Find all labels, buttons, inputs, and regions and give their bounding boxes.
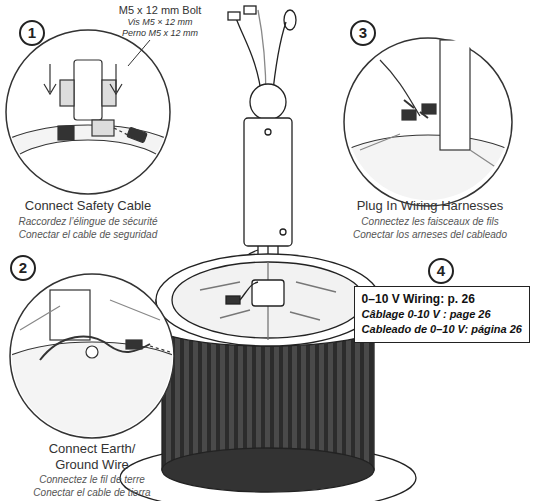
caption-text: Connect Safety Cable xyxy=(25,198,151,213)
caption-text: Perno M5 x 12 mm xyxy=(122,28,198,38)
reference-text: Cableado de 0–10 V: página 26 xyxy=(362,322,522,337)
caption-text: Conectar el cable de tierra xyxy=(33,487,150,498)
caption-text: Plug In Wiring Harnesses xyxy=(357,198,504,213)
caption-text: Raccordez l’élingue de sécurité xyxy=(19,216,158,227)
reference-box: 0–10 V Wiring: p. 26Câblage 0-10 V : pag… xyxy=(354,286,530,343)
leader-line xyxy=(128,40,150,66)
caption-text: Connectez le fil de terre xyxy=(39,474,145,485)
caption-text: Connect Earth/ Ground Wire xyxy=(37,441,147,473)
callout-number: 3 xyxy=(350,20,376,46)
caption-text: Conectar los arneses del cableado xyxy=(353,229,507,240)
caption-text: Vis M5 × 12 mm xyxy=(127,17,192,27)
callout-number: 1 xyxy=(19,20,45,46)
caption-text: Conectar el cable de seguridad xyxy=(19,229,157,240)
caption-text: M5 x 12 mm Bolt xyxy=(119,4,202,16)
callout-number: 2 xyxy=(10,255,36,281)
callout-number: 4 xyxy=(428,258,454,284)
reference-text: 0–10 V Wiring: p. 26 xyxy=(362,292,522,307)
caption-text: Connectez les faisceaux de fils xyxy=(361,216,498,227)
reference-text: Câblage 0-10 V : page 26 xyxy=(362,307,522,322)
